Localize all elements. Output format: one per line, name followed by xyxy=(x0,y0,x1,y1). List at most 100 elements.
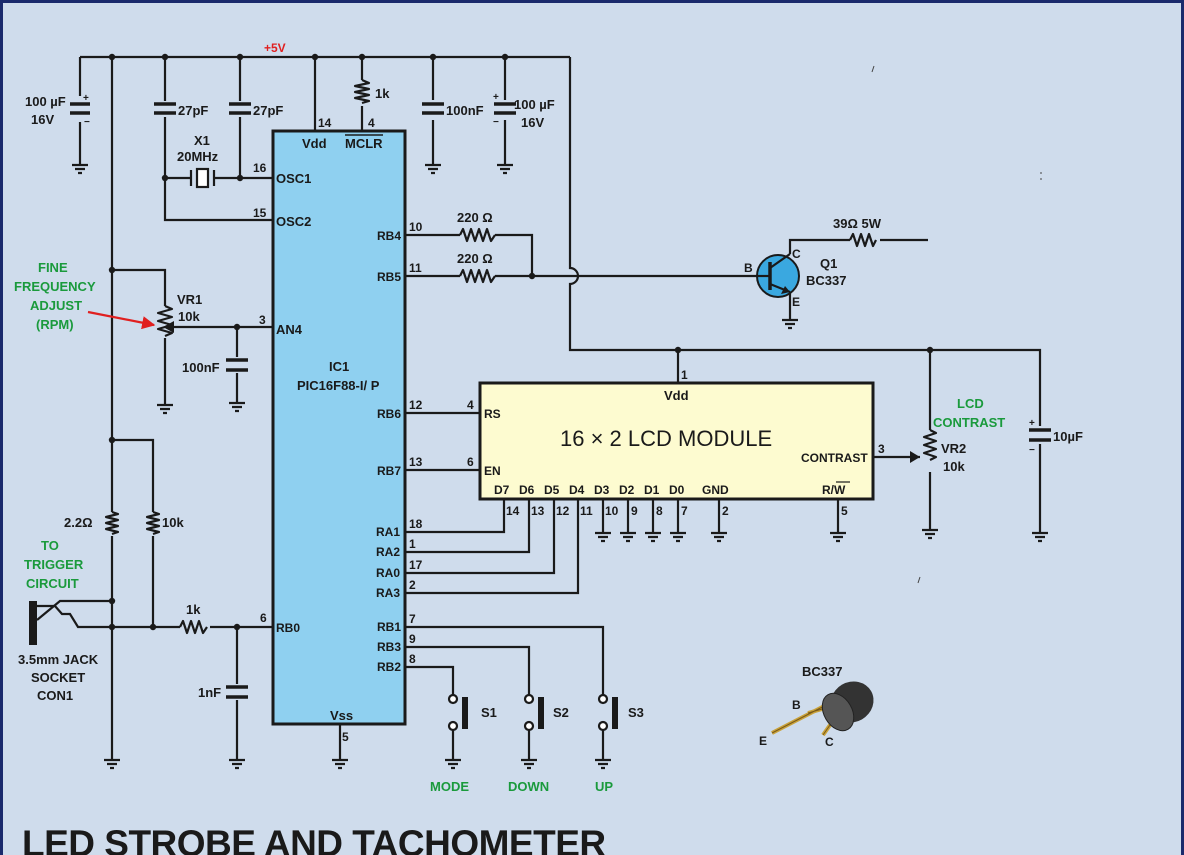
lcd-pin-d4-name: D4 xyxy=(569,483,585,497)
switches xyxy=(447,693,609,732)
ground-symbol xyxy=(157,403,173,415)
trigger-line1: TO xyxy=(41,538,59,553)
q1-ref: Q1 xyxy=(820,256,837,271)
ic1-body xyxy=(271,129,407,726)
ground-symbol xyxy=(620,531,636,543)
ground-symbol xyxy=(229,401,245,413)
c-100u-right-plus: + xyxy=(493,92,499,103)
ic1-ra2-num: 1 xyxy=(409,537,416,551)
pinout-part: BC337 xyxy=(802,664,842,679)
lcd-en-name: EN xyxy=(484,464,501,478)
q1-c-label: C xyxy=(792,247,801,261)
lcd-pin-d0-name: D0 xyxy=(669,483,685,497)
r-220-2-label: 220 Ω xyxy=(457,251,493,266)
wires xyxy=(67,55,1042,760)
c-10u-label: 10µF xyxy=(1053,429,1083,444)
jack-line2: SOCKET xyxy=(31,670,85,685)
fine-frequency-line4: (RPM) xyxy=(36,317,74,332)
pinout-e: E xyxy=(759,734,767,748)
lcd-pin-d5-num: 12 xyxy=(556,504,570,518)
ground-symbol xyxy=(72,163,88,175)
r-1k-rb0-label: 1k xyxy=(186,602,201,617)
lcd-pin-rw-num: 5 xyxy=(841,504,848,518)
c-100u-right-voltage: 16V xyxy=(521,115,544,130)
ic1-rb6-name: RB6 xyxy=(377,407,401,421)
lcd-pin-d6-name: D6 xyxy=(519,483,535,497)
c-27p-1-label: 27pF xyxy=(178,103,208,118)
ground-symbol xyxy=(104,758,120,770)
lcd-vdd-name: Vdd xyxy=(664,388,689,403)
ic1-vss-name: Vss xyxy=(330,708,353,723)
c-10u-plus: + xyxy=(1029,418,1035,429)
ic1-rb0-num: 6 xyxy=(260,611,267,625)
ic1-vss-num: 5 xyxy=(342,730,349,744)
r-220-1-label: 220 Ω xyxy=(457,210,493,225)
ic1-ra3-name: RA3 xyxy=(376,586,400,600)
figure-title: LED STROBE AND TACHOMETER xyxy=(22,823,606,855)
c-10u-minus: − xyxy=(1029,445,1035,456)
lcd-vdd-num: 1 xyxy=(681,368,688,382)
x1-ref: X1 xyxy=(194,133,210,148)
trigger-line2: TRIGGER xyxy=(24,557,84,572)
ground-symbol xyxy=(1032,531,1048,543)
ic1-ra1-name: RA1 xyxy=(376,525,400,539)
lcd-contrast-name: CONTRAST xyxy=(801,451,868,465)
ic1-mclr-num: 4 xyxy=(368,116,375,130)
c-100u-left-minus: − xyxy=(84,117,90,128)
r-39-label: 39Ω 5W xyxy=(833,216,882,231)
fine-frequency-line1: FINE xyxy=(38,260,68,275)
ground-symbol xyxy=(922,528,938,540)
resistors xyxy=(104,78,938,635)
ic1-ra1-num: 18 xyxy=(409,517,423,531)
ic1-osc2-num: 15 xyxy=(253,206,267,220)
ic1-ra3-num: 2 xyxy=(409,578,416,592)
lcd-pin-d7-num: 14 xyxy=(506,504,520,518)
ic1-osc2-name: OSC2 xyxy=(276,214,311,229)
ic1-rb2-num: 8 xyxy=(409,652,416,666)
r-2r2-label: 2.2Ω xyxy=(64,515,93,530)
lcd-pin-d4-num: 11 xyxy=(580,504,593,518)
ground-symbol xyxy=(229,758,245,770)
switch-actuators xyxy=(462,697,618,729)
ic1-rb7-name: RB7 xyxy=(377,464,401,478)
vr1-pointer-arrow xyxy=(87,310,156,330)
ic1-ref: IC1 xyxy=(329,359,349,374)
x1-value: 20MHz xyxy=(177,149,219,164)
ic1-osc1-name: OSC1 xyxy=(276,171,311,186)
ic1-rb5-num: 11 xyxy=(409,261,422,275)
ground-symbol xyxy=(645,531,661,543)
q1-part: BC337 xyxy=(806,273,846,288)
ground-symbol xyxy=(595,531,611,543)
lcd-pin-d1-name: D1 xyxy=(644,483,660,497)
c-100u-left-plus: + xyxy=(83,93,89,104)
ic1-vdd-name: Vdd xyxy=(302,136,327,151)
pinout-b: B xyxy=(792,698,801,712)
ic1-rb4-name: RB4 xyxy=(377,229,401,243)
lcd-pin-d2-num: 9 xyxy=(631,504,638,518)
lcd-contrast-num: 3 xyxy=(878,442,885,456)
junction-dots xyxy=(108,53,934,631)
ic1-osc1-num: 16 xyxy=(253,161,267,175)
ic1-rb1-name: RB1 xyxy=(377,620,401,634)
r-1k-mclr-label: 1k xyxy=(375,86,390,101)
lcd-contrast-label-line1: LCD xyxy=(957,396,984,411)
c-100u-right-minus: − xyxy=(493,117,499,128)
lcd-pin-d6-num: 13 xyxy=(531,504,545,518)
vr2-value: 10k xyxy=(943,459,965,474)
labels: +5V 100 µF 16V + − 27pF 27pF X1 20MHz 1k… xyxy=(14,41,1083,855)
capacitors xyxy=(70,102,1051,699)
lcd-pin-gnd-num: 2 xyxy=(722,504,729,518)
ground-symbol xyxy=(497,163,513,175)
q1-e-label: E xyxy=(792,295,800,309)
ic1-rb0-name: RB0 xyxy=(276,621,300,635)
c-100n-top-label: 100nF xyxy=(446,103,484,118)
ic1-an4-num: 3 xyxy=(259,313,266,327)
ground-symbol xyxy=(521,758,537,770)
ic1-mclr-name: MCLR xyxy=(345,136,383,151)
c-100u-right-value: 100 µF xyxy=(514,97,555,112)
stray-marks xyxy=(871,65,1042,584)
ic1-part: PIC16F88-I/ P xyxy=(297,378,380,393)
mode-label: MODE xyxy=(430,779,469,794)
